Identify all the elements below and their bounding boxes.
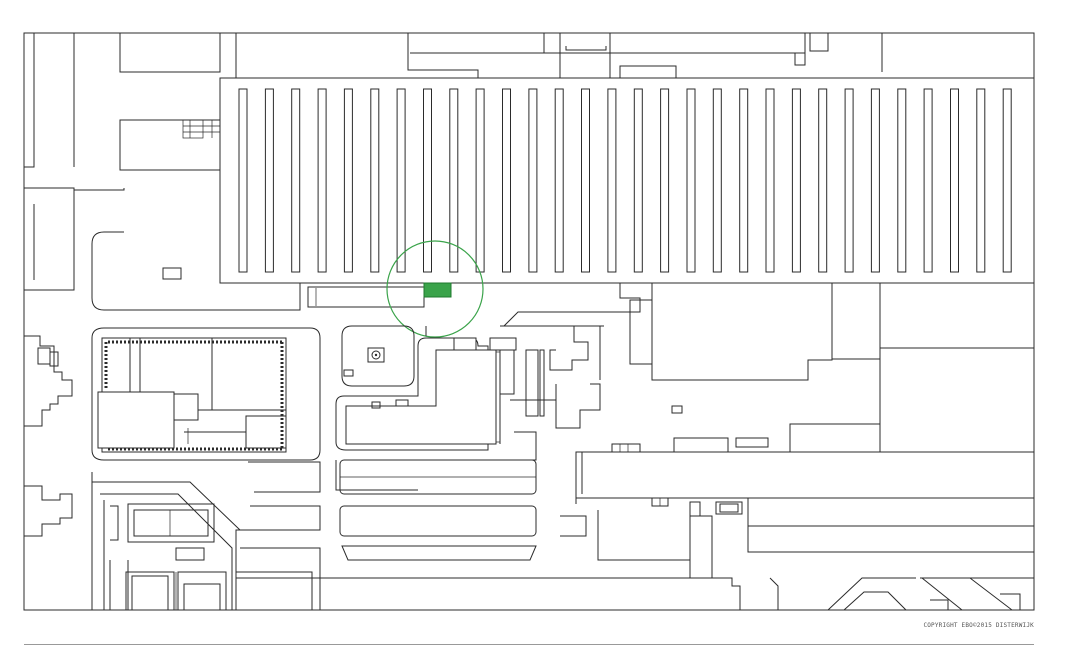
greenhouse-slot (423, 88, 432, 273)
greenhouse-slot (923, 88, 933, 273)
greenhouse-slot (343, 88, 353, 273)
greenhouse-slot (844, 88, 854, 273)
greenhouse-slot (686, 88, 696, 273)
narrow-building (307, 286, 425, 308)
l-shaped-building (335, 337, 517, 451)
greenhouse-slot (633, 88, 643, 273)
greenhouse-slot (370, 88, 380, 273)
greenhouse-slot (502, 88, 511, 273)
greenhouse-complex (219, 77, 1035, 284)
footer-rule (24, 644, 1034, 645)
location-circle (386, 240, 484, 338)
long-lower-building (575, 443, 1035, 553)
greenhouse-slot (739, 88, 749, 273)
greenhouse-slot (449, 88, 459, 273)
copyright-text: COPYRIGHT EBO©2015 DISTERWIJK (923, 622, 1034, 629)
greenhouse-slot (791, 88, 801, 273)
parking-strips (339, 459, 537, 561)
greenhouse-slot (660, 88, 670, 273)
greenhouse-slot (897, 88, 907, 273)
left-edge-structures (24, 335, 73, 537)
greenhouse-slot (475, 88, 485, 273)
greenhouse-slot (976, 88, 986, 273)
greenhouse-slot (554, 88, 564, 273)
top-left-parcels (24, 33, 237, 291)
highlighted-unit[interactable] (423, 282, 452, 298)
greenhouse-slot (712, 88, 722, 273)
monument-plaza (341, 325, 415, 387)
greenhouse-slot (396, 88, 406, 273)
greenhouse-slot (818, 88, 828, 273)
bottom-right-parcels (236, 501, 1034, 611)
greenhouse-slot (1002, 88, 1012, 273)
lower-left-parcels (109, 503, 313, 611)
roads (91, 283, 641, 610)
greenhouse-slot (870, 88, 880, 273)
greenhouse-slot (607, 88, 617, 273)
greenhouse-slot (581, 88, 590, 273)
greenhouse-slot (291, 88, 301, 273)
greenhouse-slot (317, 88, 327, 273)
greenhouse-slot (528, 88, 538, 273)
greenhouse-slot (950, 88, 959, 273)
courtyard-building (91, 327, 321, 461)
column-structures (500, 325, 589, 417)
greenhouse-slot (238, 88, 248, 273)
greenhouse-slot (765, 88, 775, 273)
greenhouse-slot (264, 88, 274, 273)
rounded-lot (91, 231, 301, 311)
top-center-parcels (407, 32, 883, 79)
